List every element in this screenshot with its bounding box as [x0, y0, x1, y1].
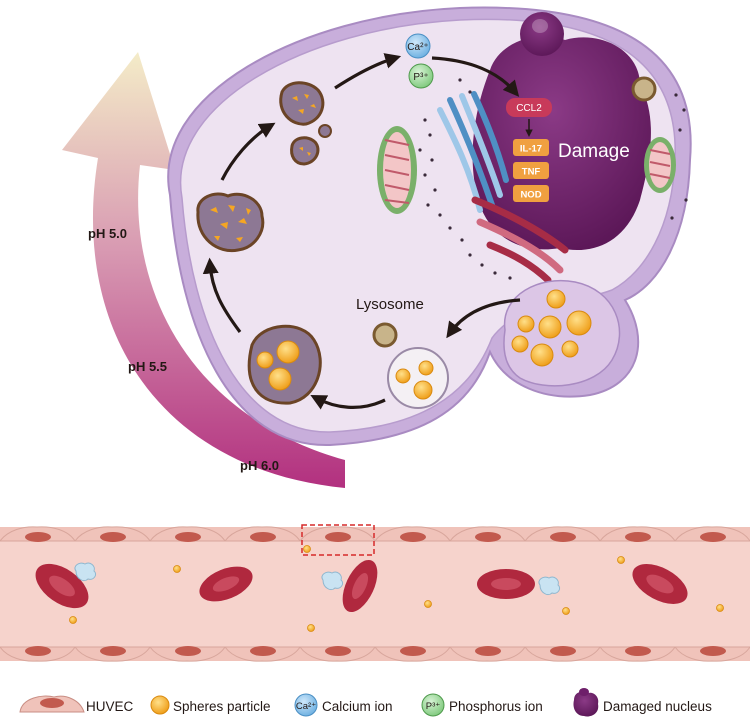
blood-vessel [0, 527, 750, 661]
huvec-bottom-nucleus-7 [550, 646, 576, 656]
legend-calcium-label: Calcium ion [322, 699, 393, 714]
pathway-tnf: TNF [513, 162, 549, 179]
legend-calcium-icon: Ca²⁺ [294, 693, 318, 717]
huvec-top-nucleus-4 [325, 532, 351, 542]
pathway-nod: NOD [513, 185, 549, 202]
huvec-bottom-nucleus-5 [400, 646, 426, 656]
huvec-top-nucleus-9 [700, 532, 726, 542]
svg-text:Ca²⁺: Ca²⁺ [407, 42, 428, 53]
legend-sphere-icon [150, 695, 170, 715]
lysosome-label: Lysosome [356, 296, 424, 313]
huvec-top-nucleus-1 [100, 532, 126, 542]
legend: HUVEC Spheres particle Ca²⁺ Calcium ion … [19, 688, 712, 717]
mitochondrion-left [377, 126, 417, 214]
huvec-bottom-nucleus-0 [25, 646, 51, 656]
huvec-bottom-nucleus-8 [625, 646, 651, 656]
legend-nucleus-icon [573, 688, 599, 717]
huvec-bottom-nucleus-1 [100, 646, 126, 656]
endolysosome-degrading-particles [196, 192, 265, 253]
huvec-top-nucleus-6 [475, 532, 501, 542]
pathway-il17: IL-17 [513, 139, 549, 156]
legend-phosphorus-icon: P³⁺ [421, 693, 445, 717]
huvec-top-nucleus-7 [550, 532, 576, 542]
damage-label: Damage [558, 141, 630, 162]
lysosome-top-right [631, 76, 657, 102]
huvec-bottom-nucleus-6 [475, 646, 501, 656]
red-blood-cell-highlights [49, 573, 674, 599]
dissolving-particle-clumps [74, 562, 561, 596]
huvec-top-nucleus-3 [250, 532, 276, 542]
huvec-top-nucleus-2 [175, 532, 201, 542]
legend-huvec-icon [19, 695, 85, 713]
huvec-top-nucleus-8 [625, 532, 651, 542]
process-arrows [202, 53, 521, 410]
ph-5-5-label: pH 5.5 [128, 359, 167, 374]
ph-5-0-label: pH 5.0 [88, 226, 127, 241]
highlight-box [301, 524, 375, 556]
legend-nucleus-label: Damaged nucleus [603, 699, 712, 714]
early-endosome [387, 347, 449, 409]
endocytic-vesicle [503, 280, 621, 387]
legend-phosphorus-label: Phosphorus ion [449, 699, 543, 714]
huvec-bottom-nucleus-3 [250, 646, 276, 656]
huvec-bottom-nucleus-9 [700, 646, 726, 656]
calcium-ion: Ca²⁺ [405, 33, 431, 59]
svg-text:P³⁺: P³⁺ [426, 701, 441, 712]
ribosome-dots [418, 78, 688, 280]
phosphorus-ion: P³⁺ [408, 63, 434, 89]
svg-text:IL-17: IL-17 [520, 144, 542, 155]
huvec-bottom-nucleus-4 [325, 646, 351, 656]
vessel-particles [69, 545, 724, 632]
endolysosome-intact-particles [247, 324, 322, 405]
huvec-top-nucleus-5 [400, 532, 426, 542]
huvec-bottom-nucleus-2 [175, 646, 201, 656]
red-blood-cells [35, 559, 688, 613]
svg-text:NOD: NOD [520, 190, 541, 201]
endoplasmic-reticulum [471, 196, 569, 284]
endothelial-lining [0, 526, 750, 662]
huvec-top-nucleus-0 [25, 532, 51, 542]
svg-text:TNF: TNF [522, 167, 541, 178]
mitochondrion-right [644, 137, 676, 193]
legend-huvec-label: HUVEC [86, 699, 134, 714]
svg-text:CCL2: CCL2 [516, 103, 542, 114]
lysosome [372, 322, 398, 348]
endolysosome-fragmented [279, 81, 332, 166]
ph-gradient-arrow [62, 52, 345, 488]
legend-spheres-label: Spheres particle [173, 699, 271, 714]
ph-6-0-label: pH 6.0 [240, 458, 279, 473]
pathway-ccl2: CCL2 [506, 98, 552, 117]
svg-text:Ca²⁺: Ca²⁺ [296, 701, 316, 712]
svg-text:P³⁺: P³⁺ [413, 72, 428, 83]
